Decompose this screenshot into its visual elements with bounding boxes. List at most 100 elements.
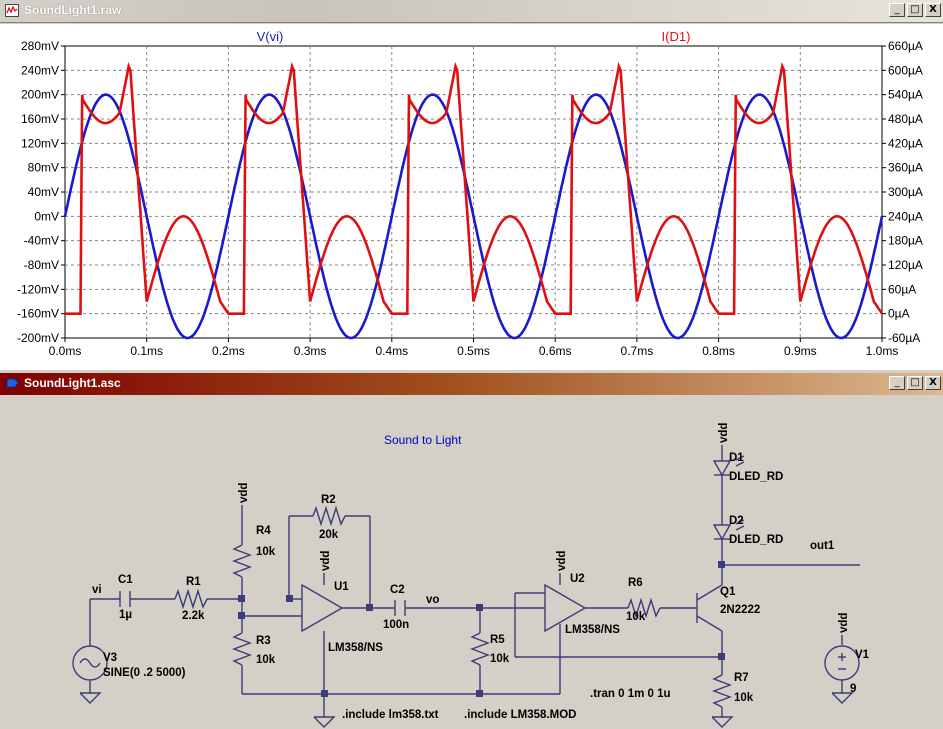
waveform-plot[interactable]: 0.0ms 0.1ms 0.2ms 0.3ms 0.4ms 0.5ms 0.6ms 0.7ms… (0, 24, 943, 370)
maximize-button[interactable]: □ (907, 376, 923, 390)
y-left-tick-label: 280mV (21, 39, 59, 53)
directive-include-mod: .include LM358.MOD (464, 709, 576, 721)
vdd-label-u2: vdd (556, 551, 568, 571)
y-right-tick-label: -60µA (888, 331, 920, 345)
y-left-tick-label: -40mV (24, 234, 59, 248)
label-r4: R4 (256, 525, 271, 537)
plot-window-title: SoundLight1.raw (24, 3, 122, 17)
y-left-tick-label: 120mV (21, 136, 59, 150)
net-label-vo: vo (426, 594, 439, 606)
schematic-title-comment: Sound to Light (384, 433, 462, 447)
trace-i-d1[interactable] (65, 61, 884, 316)
y-right-tick-label: 660µA (888, 39, 923, 53)
x-tick-label: 0.0ms (49, 344, 82, 358)
value-q1: 2N2222 (720, 604, 760, 616)
value-r2: 20k (319, 529, 339, 541)
y-left-tick-label: -160mV (17, 307, 59, 321)
y-left-tick-label: -80mV (24, 258, 59, 272)
value-r7: 10k (734, 692, 754, 704)
y-right-tick-label: 480µA (888, 112, 923, 126)
trace-v-vi[interactable] (63, 93, 884, 340)
x-tick-label: 0.9ms (784, 344, 817, 358)
value-d1: DLED_RD (729, 471, 783, 483)
value-v1: 9 (850, 683, 856, 695)
legend-v-vi: V(vi) (257, 29, 284, 44)
label-u1: U1 (334, 581, 349, 593)
y-right-tick-label: 180µA (888, 234, 923, 248)
vdd-label-u1: vdd (320, 551, 332, 571)
y-right-tick-label: 540µA (888, 88, 923, 102)
schematic-canvas[interactable]: Sound to Light vi C1 1µ R1 2.2k V3 SINE(… (0, 395, 943, 729)
y-right-tick-label: 300µA (888, 185, 923, 199)
label-u2: U2 (570, 573, 585, 585)
plot-window: SoundLight1.raw _ □ X 0.0ms 0.1ms 0.2ms 0.3… (0, 0, 943, 370)
label-r5: R5 (490, 634, 505, 646)
vdd-label-d1: vdd (718, 423, 730, 443)
x-tick-label: 0.2ms (212, 344, 245, 358)
schematic-window: SoundLight1.asc _ □ X (0, 373, 943, 729)
schematic-window-titlebar[interactable]: SoundLight1.asc _ □ X (0, 373, 943, 395)
vdd-label-v1: vdd (838, 613, 850, 633)
label-d2: D2 (729, 515, 744, 527)
label-v1: V1 (855, 649, 870, 661)
x-tick-label: 0.4ms (375, 344, 408, 358)
close-button[interactable]: X (925, 376, 941, 390)
value-u2: LM358/NS (565, 624, 620, 636)
y-right-tick-label: 0µA (888, 307, 910, 321)
x-tick-label: 0.1ms (130, 344, 163, 358)
minimize-button[interactable]: _ (889, 376, 905, 390)
value-r5: 10k (490, 653, 510, 665)
net-label-vi: vi (92, 584, 102, 596)
legend-i-d1: I(D1) (662, 29, 691, 44)
y-right-tick-label: 60µA (888, 282, 916, 296)
schematic-window-title: SoundLight1.asc (24, 376, 121, 390)
value-r1: 2.2k (182, 610, 205, 622)
directive-include-txt: .include lm358.txt (342, 709, 439, 721)
x-tick-label: 0.3ms (294, 344, 327, 358)
label-q1: Q1 (720, 586, 736, 598)
y-left-tick-label: -200mV (17, 331, 59, 345)
y-right-tick-label: 420µA (888, 136, 923, 150)
vdd-label-r4: vdd (238, 483, 250, 503)
minimize-button[interactable]: _ (889, 3, 905, 17)
label-r1: R1 (186, 576, 201, 588)
y-right-tick-label: 360µA (888, 161, 923, 175)
y-left-tick-label: 40mV (28, 185, 59, 199)
value-c1: 1µ (119, 609, 132, 621)
waveform-app-icon (5, 4, 19, 17)
label-r3: R3 (256, 635, 271, 647)
x-tick-label: 0.7ms (621, 344, 654, 358)
y-left-tick-label: 80mV (28, 161, 59, 175)
schematic-app-icon (6, 378, 19, 388)
net-label-out1: out1 (810, 540, 835, 552)
value-v3: SINE(0 .2 5000) (103, 667, 186, 679)
maximize-button[interactable]: □ (907, 3, 923, 17)
label-r2: R2 (321, 494, 336, 506)
y-left-tick-label: 160mV (21, 112, 59, 126)
y-right-tick-label: 120µA (888, 258, 923, 272)
label-r6: R6 (628, 577, 643, 589)
label-c2: C2 (390, 584, 405, 596)
plot-window-titlebar[interactable]: SoundLight1.raw _ □ X (0, 0, 943, 23)
close-button[interactable]: X (925, 3, 941, 17)
directive-tran: .tran 0 1m 0 1u (590, 688, 671, 700)
x-tick-label: 1.0ms (866, 344, 899, 358)
label-v3: V3 (103, 652, 117, 664)
label-c1: C1 (118, 574, 133, 586)
label-r7: R7 (734, 672, 749, 684)
y-left-tick-label: -120mV (17, 282, 59, 296)
y-left-tick-label: 0mV (34, 209, 59, 223)
value-c2: 100n (383, 619, 409, 631)
label-d1: D1 (729, 452, 744, 464)
value-d2: DLED_RD (729, 534, 783, 546)
x-tick-label: 0.8ms (702, 344, 735, 358)
y-right-tick-label: 600µA (888, 63, 923, 77)
value-r3: 10k (256, 654, 276, 666)
value-u1: LM358/NS (328, 642, 383, 654)
x-tick-label: 0.6ms (539, 344, 572, 358)
y-left-tick-label: 240mV (21, 63, 59, 77)
value-r6: 10k (626, 611, 646, 623)
value-r4: 10k (256, 546, 276, 558)
y-left-tick-label: 200mV (21, 88, 59, 102)
x-tick-label: 0.5ms (457, 344, 490, 358)
